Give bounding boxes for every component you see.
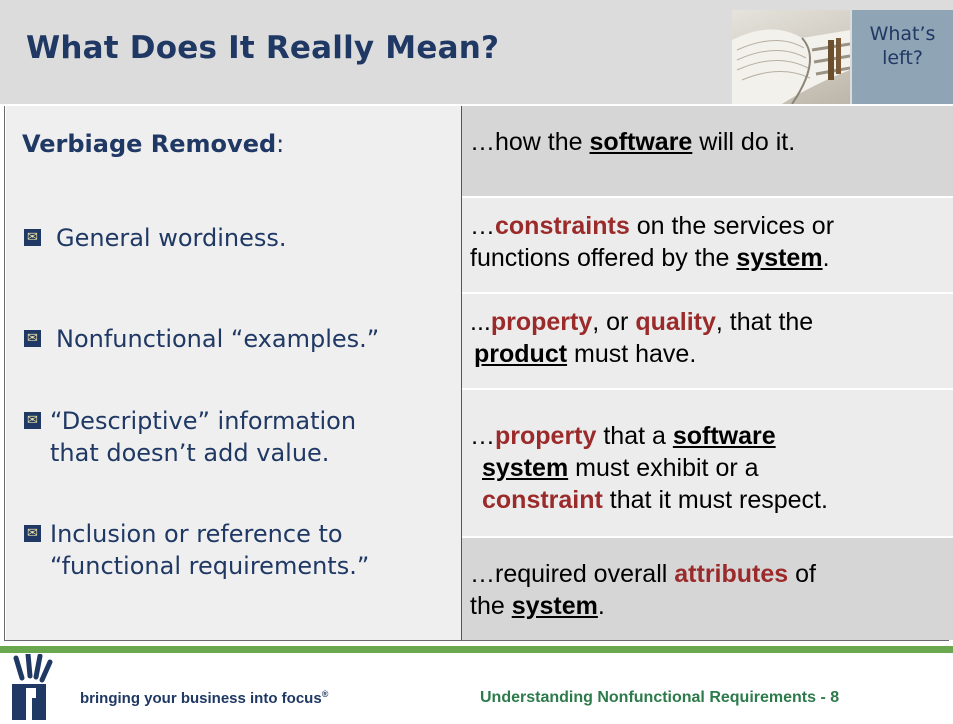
- footer-tagline: bringing your business into focus®: [80, 689, 329, 707]
- company-logo: [2, 651, 72, 720]
- slide-title: What Does It Really Mean?: [26, 30, 500, 66]
- column-divider: [461, 106, 462, 640]
- bullet-icon: ✉: [24, 229, 41, 246]
- bullet-icon: ✉: [24, 412, 41, 429]
- right-cell-2: …constraints on the services or function…: [462, 196, 953, 292]
- right-cell-3: ...property, or quality, that the produc…: [462, 292, 953, 388]
- right-cell-5: …required overall attributes of the syst…: [462, 536, 953, 640]
- whats-left-line-1: What’s: [869, 23, 936, 45]
- right-cell-4: …property that a software system must ex…: [462, 388, 953, 536]
- book-image: [732, 10, 850, 104]
- whats-left-label: What’s left?: [852, 10, 953, 104]
- list-item-descriptive-line-1: “Descriptive” information: [50, 407, 357, 435]
- list-item-descriptive-line-2: that doesn’t add value.: [50, 439, 330, 467]
- bullet-icon: ✉: [24, 525, 41, 542]
- footer-green-bar: [0, 646, 953, 653]
- hand-logo-icon: [12, 651, 53, 720]
- table-frame: [4, 106, 949, 641]
- right-cell-1: …how the software will do it.: [462, 106, 953, 196]
- whats-left-line-2: left?: [882, 47, 923, 69]
- list-item-inclusion-line-2: “functional requirements.”: [50, 552, 370, 580]
- open-book-icon: [732, 29, 850, 104]
- list-item-general-wordiness: General wordiness.: [56, 224, 287, 252]
- right-column: …how the software will do it. …constrain…: [462, 106, 953, 640]
- list-item-inclusion-line-1: Inclusion or reference to: [50, 520, 343, 548]
- left-column: [6, 106, 461, 640]
- list-item-nonfunctional-examples: Nonfunctional “examples.”: [56, 325, 380, 353]
- footer-title: Understanding Nonfunctional Requirements…: [480, 689, 840, 706]
- verbiage-removed-heading: Verbiage Removed:: [22, 130, 285, 158]
- bullet-icon: ✉: [24, 330, 41, 347]
